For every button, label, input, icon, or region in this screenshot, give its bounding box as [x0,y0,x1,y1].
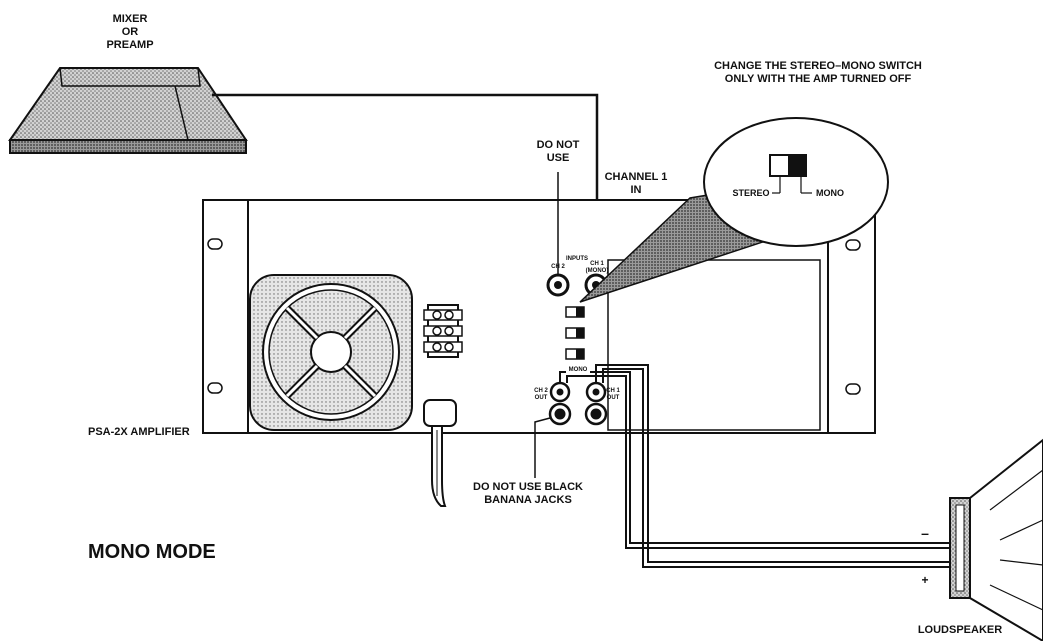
output-jack-ch1-black [584,402,608,426]
output-jack-ch1-red [585,381,607,403]
panel-switch [565,348,585,360]
stereo-label: STEREO [732,188,770,198]
panel-switch [565,306,585,318]
terminal-block-icon [423,304,463,358]
ch2-out-marking: CH 2 OUT [534,388,548,401]
stereo-mono-switch-icon [769,154,812,194]
panel-switch [565,327,585,339]
rack-slot [207,382,223,394]
output-jack-ch2-black [548,402,572,426]
power-cord-icon [423,399,457,507]
fan-icon [249,274,413,431]
inputs-marking: INPUTS [565,256,588,262]
rack-slot [207,238,223,250]
loudspeaker-icon [949,438,1043,641]
channel-1-in-label: CHANNEL 1 IN [604,171,668,196]
ch1-in-marking: CH 1 (MONO) [585,261,609,274]
loudspeaker-label: LOUDSPEAKER [917,624,1003,636]
mixer-icon [8,67,248,154]
warning-label: CHANGE THE STEREO–MONO SWITCH ONLY WITH … [714,60,922,85]
do-not-use-black-label: DO NOT USE BLACK BANANA JACKS [473,481,583,506]
mono-bridge-marking: MONO [566,367,590,374]
speaker-cable-plus [595,364,950,568]
ch1-out-marking: CH 1 OUT [606,388,620,401]
amplifier-label: PSA-2X AMPLIFIER [88,426,190,438]
mode-title: MONO MODE [88,541,216,563]
plus-terminal-label: + [921,573,929,587]
rack-slot [845,239,861,251]
mixer-label: MIXER OR PREAMP [106,13,154,51]
speaker-cable-minus [559,371,950,549]
output-jack-ch2-red [549,381,571,403]
rack-slot [845,383,861,395]
switch-magnifier [703,117,889,247]
minus-terminal-label: – [921,525,929,541]
ch2-in-marking: CH 2 [551,264,565,270]
do-not-use-input-label: DO NOT USE [536,139,580,164]
mono-switch-label: MONO [816,188,844,198]
input-jack-ch2 [546,273,570,297]
